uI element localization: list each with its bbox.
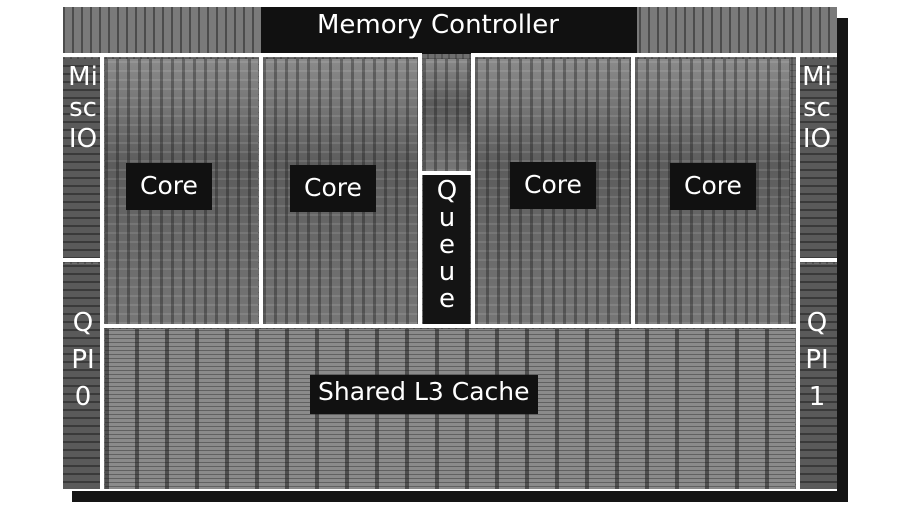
memory-controller-label: Memory Controller	[317, 10, 559, 40]
divider-queue-core3	[471, 53, 475, 325]
core-label-3: Core	[510, 162, 596, 209]
divider-core2-queue	[418, 53, 422, 325]
divider-cores-cache	[100, 324, 800, 328]
divider-left-misc-qpi	[63, 258, 102, 262]
misc-io-left-region	[63, 59, 100, 259]
divider-core3-core4	[631, 53, 635, 325]
core-label-4: Core	[670, 163, 756, 210]
divider-right-column	[796, 53, 800, 491]
queue-upper-region	[423, 59, 470, 171]
divider-top-right	[473, 53, 837, 57]
divider-bottom	[63, 489, 837, 491]
qpi-right-label: QPI1	[805, 308, 829, 412]
divider-left-column	[100, 53, 104, 491]
core-label-2: Core	[290, 165, 376, 212]
queue-region	[423, 175, 470, 324]
shared-cache-region	[105, 329, 795, 491]
divider-queue-top	[422, 171, 472, 175]
divider-top-left	[63, 53, 421, 57]
divider-core1-core2	[259, 53, 263, 325]
memory-controller-label-band	[261, 7, 637, 54]
core-label-1: Core	[126, 163, 212, 210]
misc-io-right-region	[800, 59, 837, 259]
qpi-left-label: QPI0	[71, 308, 95, 412]
queue-label: Queue	[436, 176, 458, 314]
qpi-right-region	[800, 264, 837, 491]
divider-right-misc-qpi	[796, 258, 837, 262]
qpi-left-region	[63, 264, 100, 491]
misc-io-left-label: MiscIO	[68, 62, 98, 154]
misc-io-right-label: MiscIO	[802, 62, 832, 154]
processor-die	[63, 7, 837, 491]
shared-cache-label: Shared L3 Cache	[310, 375, 538, 414]
